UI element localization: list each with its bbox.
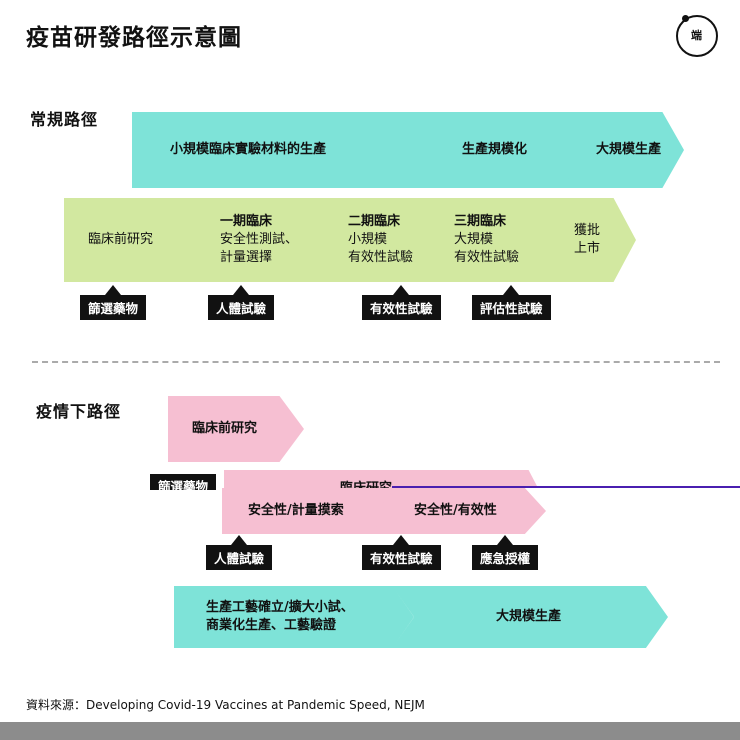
tag-screening-pandemic: 篩選藥物 — [150, 474, 217, 490]
green-step-approval-text: 獲批 上市 — [574, 222, 600, 258]
pandemic-path-label: 疫情下路徑 — [36, 402, 122, 421]
teal-step-scale-up: 生產規模化 — [406, 112, 588, 188]
teal-step-mass-production-pandemic: 大規模生產 — [392, 586, 668, 648]
teal-step-mass-production-label: 大規模生產 — [596, 142, 662, 157]
tag-emergency-auth: 應急授權 — [472, 535, 539, 570]
pink-step-safety-effect-label: 安全性/有效性 — [414, 503, 497, 518]
logo: 端 — [676, 15, 718, 57]
source-note: 資料來源：Developing Covid-19 Vaccines at Pan… — [26, 698, 425, 712]
pink-step-safety-dose-label: 安全性/計量摸索 — [248, 503, 344, 518]
green-step-phase1-text: 一期臨床 安全性測試、 計量選擇 — [220, 213, 298, 267]
approval-line2: 上市 — [574, 241, 601, 256]
phase1-title: 一期臨床 — [220, 214, 273, 229]
phase2-line2: 小規模 — [348, 232, 388, 247]
purple-line — [392, 486, 740, 488]
phase2-line3: 有效性試驗 — [348, 250, 414, 265]
teal-step-mass-production: 大規模生產 — [564, 112, 684, 188]
teal-step-small-scale-label: 小規模臨床實驗材料的生產 — [170, 142, 327, 157]
approval-line1: 獲批 — [574, 223, 601, 238]
green-step-phase3-text: 三期臨床 大規模 有效性試驗 — [454, 213, 519, 267]
teal-step-scale-up-label: 生產規模化 — [462, 142, 528, 157]
tag-human-trial-pandemic: 人體試驗 — [206, 535, 273, 570]
phase3-line3: 有效性試驗 — [454, 250, 520, 265]
phase1-line3: 計量選擇 — [220, 250, 273, 265]
phase1-line2: 安全性測試、 — [220, 232, 299, 247]
logo-dot — [682, 15, 689, 22]
tag-efficacy-trial: 有效性試驗 — [362, 285, 441, 320]
section-divider — [32, 361, 720, 363]
green-step-preclinical-label: 臨床前研究 — [88, 232, 154, 247]
normal-path-label: 常規路徑 — [30, 110, 99, 129]
tag-screening: 篩選藥物 — [80, 285, 147, 320]
phase2-title: 二期臨床 — [348, 214, 401, 229]
pink-step-clinical-behind: 臨床研究 — [224, 470, 538, 488]
green-step-phase3: 三期臨床 大規模 有效性試驗 — [420, 198, 560, 282]
pink-step-safety-dose: 安全性/計量摸索 — [222, 488, 394, 534]
pink-step-preclinical: 臨床前研究 — [168, 396, 304, 462]
footer-bar — [0, 722, 740, 740]
tag-human-trial: 人體試驗 — [208, 285, 275, 320]
logo-text: 端 — [691, 29, 703, 42]
teal-step-small-scale: 小規模臨床實驗材料的生產 — [132, 112, 432, 188]
process-line1: 生產工藝確立/擴大小試、 — [206, 600, 354, 615]
teal-step-mass-production-pandemic-label: 大規模生產 — [496, 609, 562, 624]
tag-efficacy-trial-pandemic: 有效性試驗 — [362, 535, 441, 570]
pink-step-preclinical-label: 臨床前研究 — [192, 421, 258, 436]
tag-evaluation-trial: 評估性試驗 — [472, 285, 551, 320]
phase3-line2: 大規模 — [454, 232, 494, 247]
page-title: 疫苗研發路徑示意圖 — [26, 25, 242, 51]
pink-step-clinical-behind-label: 臨床研究 — [340, 480, 392, 488]
teal-step-process-text: 生產工藝確立/擴大小試、 商業化生產、工藝驗證 — [206, 599, 354, 635]
green-step-phase2-text: 二期臨床 小規模 有效性試驗 — [348, 213, 413, 267]
green-step-preclinical: 臨床前研究 — [64, 198, 202, 282]
teal-step-process: 生產工藝確立/擴大小試、 商業化生產、工藝驗證 — [174, 586, 414, 648]
process-line2: 商業化生產、工藝驗證 — [206, 618, 337, 633]
pink-step-safety-effect: 安全性/有效性 — [370, 488, 546, 534]
green-step-phase1: 一期臨床 安全性測試、 計量選擇 — [176, 198, 344, 282]
phase3-title: 三期臨床 — [454, 214, 507, 229]
